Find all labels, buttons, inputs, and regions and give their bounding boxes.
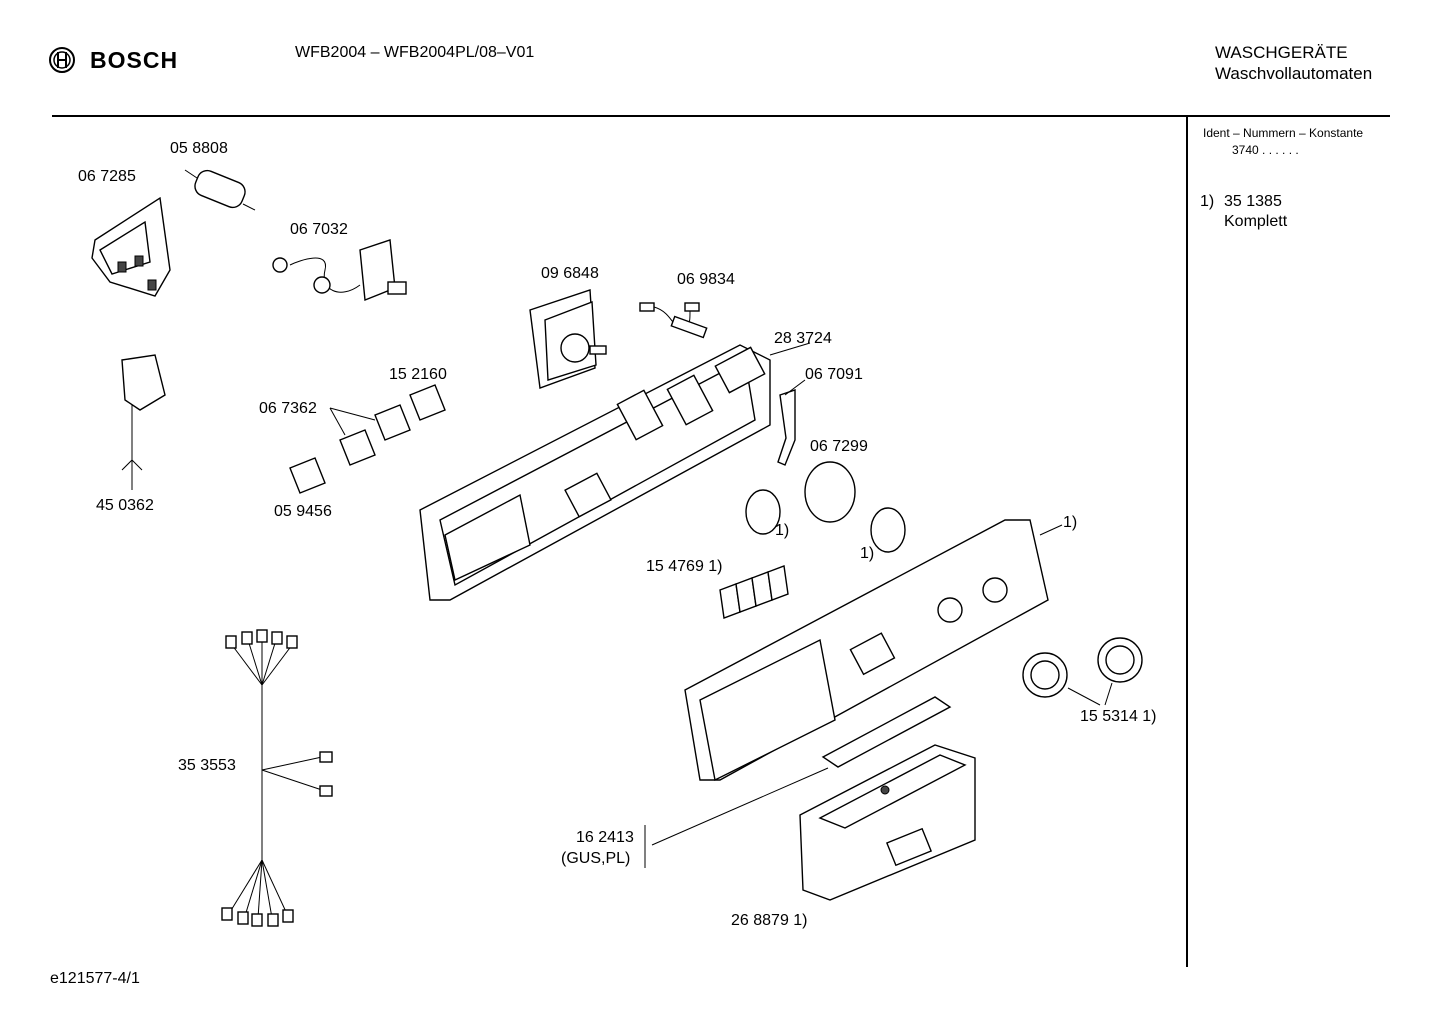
header-divider bbox=[52, 115, 1390, 117]
part-label-sensor: 06 9834 bbox=[677, 271, 735, 288]
sensor-drawing bbox=[639, 302, 708, 339]
capacitor-drawing bbox=[184, 169, 256, 211]
part-label-capacitor: 05 8808 bbox=[170, 140, 228, 157]
part-label-lever: 06 7091 bbox=[805, 366, 863, 383]
control-frame-drawing bbox=[419, 344, 771, 601]
note-part-number: 35 1385 bbox=[1224, 193, 1282, 210]
part-label-cover-strip: 16 2413 bbox=[576, 829, 634, 846]
switches-drawing bbox=[289, 384, 446, 494]
part-label-control-frame: 28 3724 bbox=[774, 330, 832, 347]
bosch-logo-icon bbox=[49, 47, 75, 73]
note-number: 1) bbox=[1200, 193, 1215, 210]
buttons-drawing bbox=[719, 565, 789, 619]
part-label-thermostat: 06 7032 bbox=[290, 221, 348, 238]
part-label-switch-a: 15 2160 bbox=[389, 366, 447, 383]
part-label-switch-c: 05 9456 bbox=[274, 503, 332, 520]
mains-plug-drawing bbox=[121, 354, 166, 490]
wiring-harness-drawing bbox=[221, 629, 333, 927]
part-label-switch-b: 06 7362 bbox=[259, 400, 317, 417]
note-description: Komplett bbox=[1224, 213, 1288, 230]
part-label-knob-disc: 06 7299 bbox=[810, 438, 868, 455]
sidebar-divider bbox=[1186, 115, 1188, 967]
part-label-mains-plug: 45 0362 bbox=[96, 497, 154, 514]
timer-drawing bbox=[529, 289, 607, 389]
ident-value: 3740 . . . . . . bbox=[1232, 143, 1299, 157]
part-label-buttons: 15 4769 1) bbox=[646, 558, 723, 575]
model-title: WFB2004 – WFB2004PL/08–V01 bbox=[295, 44, 535, 61]
ident-title: Ident – Nummern – Konstante bbox=[1203, 126, 1364, 140]
part-label-timer: 09 6848 bbox=[541, 265, 599, 282]
part-label-note-knob-a: 1) bbox=[775, 522, 790, 539]
brand-name: BOSCH bbox=[90, 46, 179, 73]
category-title: WASCHGERÄTE bbox=[1215, 43, 1348, 62]
part-label-control-knobs: 15 5314 1) bbox=[1080, 708, 1157, 725]
front-panel-drawing bbox=[684, 519, 1049, 782]
part-label-switch-bracket: 06 7285 bbox=[78, 168, 136, 185]
brand: BOSCH bbox=[48, 46, 178, 74]
part-label-note-panel: 1) bbox=[1063, 514, 1078, 531]
document-code: e121577-4/1 bbox=[50, 970, 140, 987]
knob-discs-drawing bbox=[745, 461, 906, 553]
switch-bracket-drawing bbox=[91, 196, 171, 297]
part-label-wiring-harness: 35 3553 bbox=[178, 757, 236, 774]
part-label-note-knob-b: 1) bbox=[860, 545, 875, 562]
cover-strip-drawing bbox=[644, 696, 952, 868]
thermostat-drawing bbox=[272, 239, 407, 301]
part-label-cover-strip-variant: (GUS,PL) bbox=[561, 850, 631, 867]
control-knobs-drawing bbox=[1022, 637, 1143, 706]
detergent-drawer-drawing bbox=[799, 744, 976, 901]
category-subtitle: Waschvollautomaten bbox=[1215, 64, 1373, 83]
part-label-detergent-drawer: 26 8879 1) bbox=[731, 912, 808, 929]
lever-drawing bbox=[777, 389, 796, 466]
